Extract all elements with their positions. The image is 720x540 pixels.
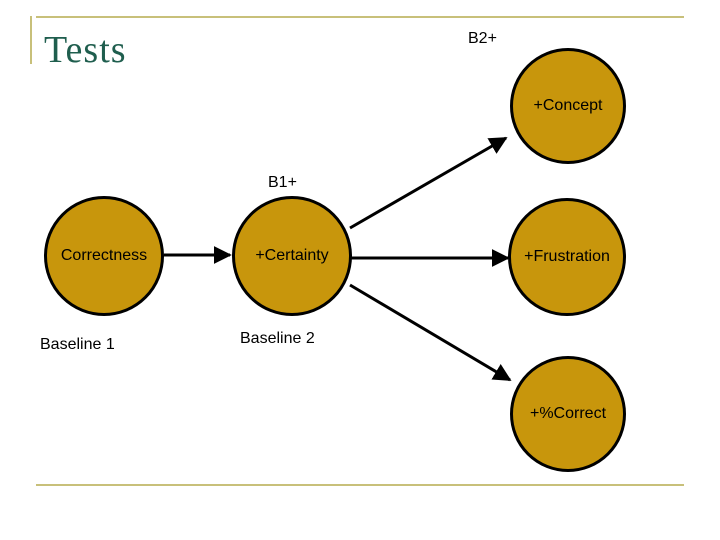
- arrow-to-concept: [349, 136, 508, 230]
- label-b1: B1+: [268, 174, 297, 191]
- top-divider: [36, 16, 684, 18]
- node-pct-correct-label: +%Correct: [529, 405, 607, 422]
- node-frustration: +Frustration: [508, 198, 626, 316]
- node-frustration-label: +Frustration: [524, 248, 610, 265]
- node-certainty-label: +Certainty: [255, 247, 329, 264]
- node-certainty: +Certainty: [232, 196, 352, 316]
- label-baseline-1: Baseline 1: [40, 336, 115, 353]
- node-concept: +Concept: [510, 48, 626, 164]
- node-pct-correct: +%Correct: [510, 356, 626, 472]
- arrow-to-pct-correct: [349, 283, 512, 382]
- node-concept-label: +Concept: [533, 97, 603, 114]
- bottom-divider: [36, 484, 684, 486]
- node-correctness-label: Correctness: [60, 247, 148, 264]
- slide-title: Tests: [44, 29, 127, 71]
- node-correctness: Correctness: [44, 196, 164, 316]
- label-b2: B2+: [468, 30, 497, 47]
- label-baseline-2: Baseline 2: [240, 330, 315, 347]
- left-accent-bar: [30, 16, 32, 64]
